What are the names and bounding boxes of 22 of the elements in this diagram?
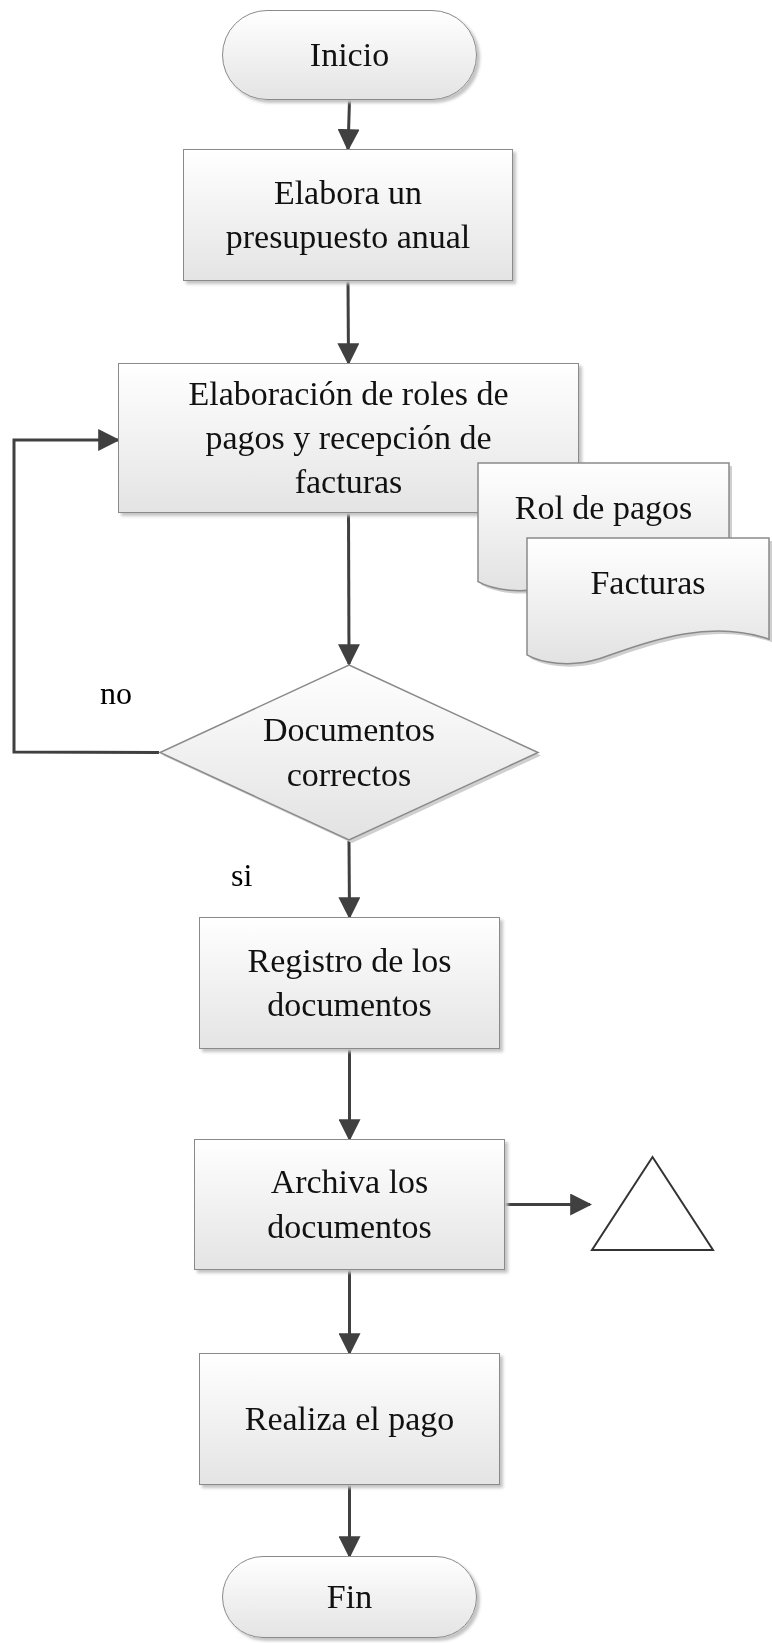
node-text: Fin bbox=[325, 1576, 374, 1617]
arrow bbox=[337, 513, 360, 667]
node-text: Elabora un presupuesto anual bbox=[224, 172, 472, 257]
node-text: Rol de pagos bbox=[513, 488, 694, 528]
arrow bbox=[505, 1193, 593, 1216]
node-text: Realiza el pago bbox=[243, 1398, 456, 1439]
node-text: Facturas bbox=[589, 563, 707, 603]
node-text: Documentos correctos bbox=[262, 710, 436, 795]
arrow bbox=[12, 429, 159, 754]
node-text: Inicio bbox=[308, 34, 391, 75]
node-text: Archiva los documentos bbox=[266, 1162, 433, 1247]
document-shape bbox=[526, 537, 770, 668]
node-text: Elaboración de roles de pagos y recepción de facturas bbox=[187, 373, 510, 503]
node-text: Registro de los documentos bbox=[246, 940, 453, 1025]
terminator-shape bbox=[222, 10, 477, 100]
triangle-shape bbox=[590, 1155, 715, 1252]
process-box bbox=[183, 149, 513, 281]
process-box bbox=[194, 1139, 505, 1270]
process-box bbox=[199, 917, 500, 1049]
decision-diamond bbox=[159, 664, 539, 841]
terminator-shape bbox=[222, 1556, 477, 1638]
process-box bbox=[199, 1353, 500, 1485]
